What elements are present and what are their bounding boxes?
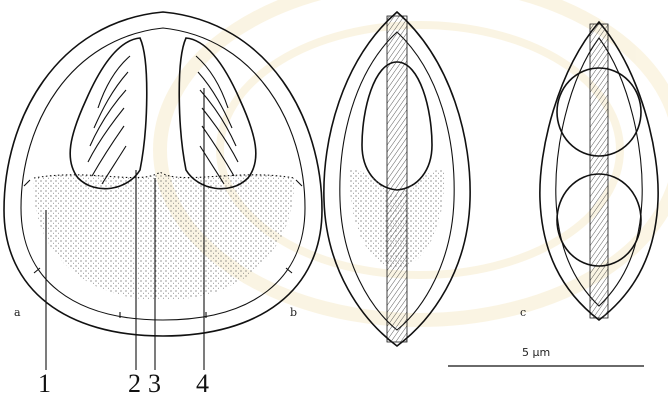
scale-bar-label: 5 µm: [522, 346, 550, 359]
callout-label-1: 1: [38, 369, 51, 398]
callout-label-4: 4: [196, 369, 209, 398]
suture-band: [387, 16, 407, 342]
panel-letter-b: b: [290, 306, 297, 319]
panel-letter-a: a: [14, 306, 21, 319]
callout-label-2: 2: [128, 369, 141, 398]
panel-letter-c: c: [520, 306, 526, 319]
panel-b-spore: [324, 12, 470, 346]
callout-label-3: 3: [148, 369, 161, 398]
